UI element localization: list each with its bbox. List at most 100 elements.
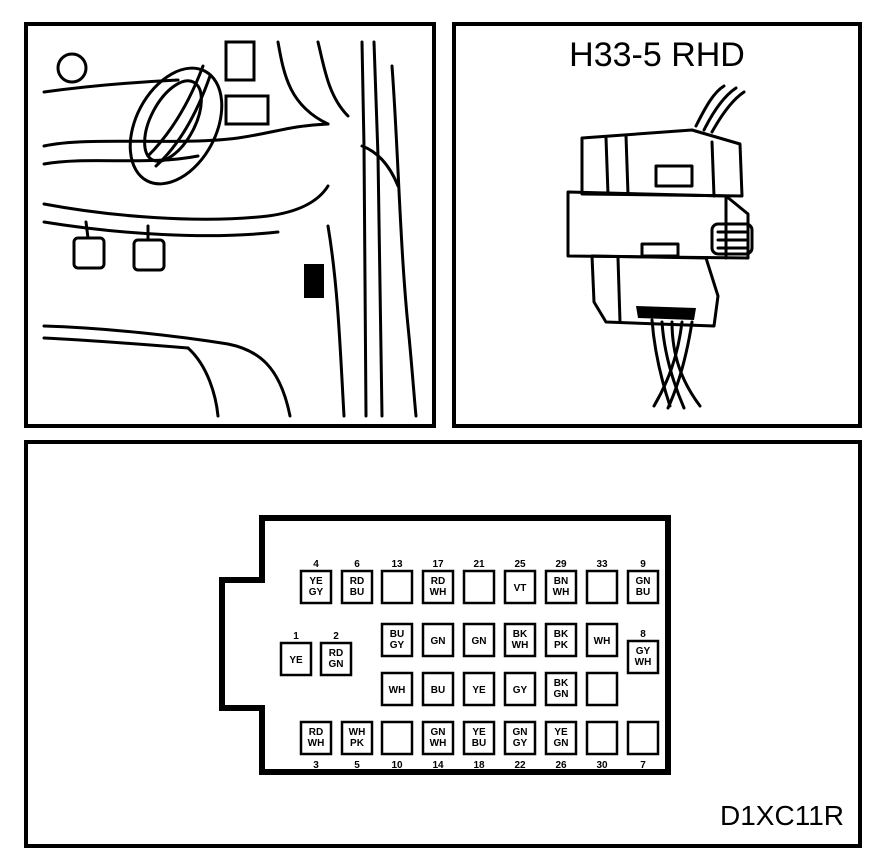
pin-box xyxy=(585,671,619,707)
pin-box xyxy=(299,720,333,756)
pin-wire-color: WH xyxy=(430,587,447,598)
pin-wire-color: GN xyxy=(554,689,569,700)
pin-wire-color: WH xyxy=(594,636,611,647)
connector-view-panel: H33-5 RHD xyxy=(452,22,862,428)
pin-wire-color: GN xyxy=(554,738,569,749)
pin-wire-color: GN xyxy=(329,659,344,670)
pin-box xyxy=(299,569,333,605)
pin-wire-color: RD xyxy=(329,648,343,659)
pin-box xyxy=(503,622,537,658)
pin-box xyxy=(421,720,455,756)
pin-box xyxy=(626,639,660,675)
pin-wire-color: PK xyxy=(350,738,365,749)
pin-wire-color: WH xyxy=(308,738,325,749)
pin-wire-color: GN xyxy=(636,576,651,587)
pin-cell: 33 xyxy=(585,559,619,605)
pin-box xyxy=(421,671,455,707)
pin-wire-color: WH xyxy=(430,738,447,749)
pin-box xyxy=(503,569,537,605)
pin-cell xyxy=(585,671,619,707)
pin-number: 13 xyxy=(391,559,403,570)
pin-number: 3 xyxy=(313,760,319,771)
pin-box xyxy=(462,622,496,658)
pin-number: 17 xyxy=(432,559,444,570)
pin-wire-color: YE xyxy=(289,655,303,666)
pin-wire-color: BU xyxy=(472,738,486,749)
pin-box xyxy=(380,622,414,658)
pin-wire-color: BK xyxy=(554,629,569,640)
pin-cell: YE 1 xyxy=(279,631,313,677)
pin-number: 22 xyxy=(514,760,526,771)
pin-box xyxy=(626,569,660,605)
pin-box xyxy=(544,569,578,605)
connector-title: H33-5 RHD xyxy=(569,36,745,74)
pin-wire-color: VT xyxy=(514,583,527,594)
pin-number: 33 xyxy=(596,559,608,570)
dashboard-illustration xyxy=(42,40,418,418)
pin-wire-color: WH xyxy=(349,727,366,738)
pin-cell: WH xyxy=(380,671,414,707)
pin-box xyxy=(503,671,537,707)
pin-box xyxy=(340,720,374,756)
pin-box xyxy=(626,720,660,756)
pin-number: 25 xyxy=(514,559,526,570)
pin-wire-color: RD xyxy=(431,576,445,587)
pin-box xyxy=(421,622,455,658)
pin-number: 30 xyxy=(596,760,608,771)
pin-cell: 13 xyxy=(380,559,414,605)
diagram-reference-code: D1XC11R xyxy=(720,800,844,831)
pin-wire-color: GY xyxy=(636,646,651,657)
pin-cell: GY xyxy=(503,671,537,707)
pin-wire-color: BK xyxy=(554,678,569,689)
pin-number: 21 xyxy=(473,559,485,570)
pin-wire-color: BU xyxy=(636,587,650,598)
pin-cell: YE xyxy=(462,671,496,707)
pin-cell: 10 xyxy=(380,720,414,771)
pin-cell: 21 xyxy=(462,559,496,605)
pin-wire-color: WH xyxy=(512,640,529,651)
pin-wire-color: GY xyxy=(390,640,405,651)
pin-box xyxy=(319,641,353,677)
pin-cell: VT 25 xyxy=(503,559,537,605)
pin-number: 1 xyxy=(293,631,299,642)
pin-box xyxy=(421,569,455,605)
pin-wire-color: GN xyxy=(431,727,446,738)
pin-wire-color: GY xyxy=(513,738,528,749)
connector-illustration xyxy=(566,84,754,410)
pin-wire-color: RD xyxy=(350,576,364,587)
pin-box xyxy=(380,671,414,707)
pin-cell: GN xyxy=(462,622,496,658)
pin-wire-color: YE xyxy=(309,576,323,587)
pin-wire-color: WH xyxy=(635,657,652,668)
pin-wire-color: BK xyxy=(513,629,528,640)
pin-wire-color: BN xyxy=(554,576,568,587)
pin-box xyxy=(544,720,578,756)
pin-cell: BU xyxy=(421,671,455,707)
pin-box xyxy=(279,641,313,677)
pin-box xyxy=(585,720,619,756)
pin-box xyxy=(585,569,619,605)
pin-number: 2 xyxy=(333,631,339,642)
pin-wire-color: YE xyxy=(472,727,486,738)
pin-cell: WH xyxy=(585,622,619,658)
pin-box xyxy=(380,569,414,605)
pin-box xyxy=(544,622,578,658)
pin-number: 14 xyxy=(432,760,444,771)
pin-wire-color: PK xyxy=(554,640,569,651)
pin-wire-color: YE xyxy=(554,727,568,738)
pin-number: 26 xyxy=(555,760,567,771)
pin-box xyxy=(462,720,496,756)
